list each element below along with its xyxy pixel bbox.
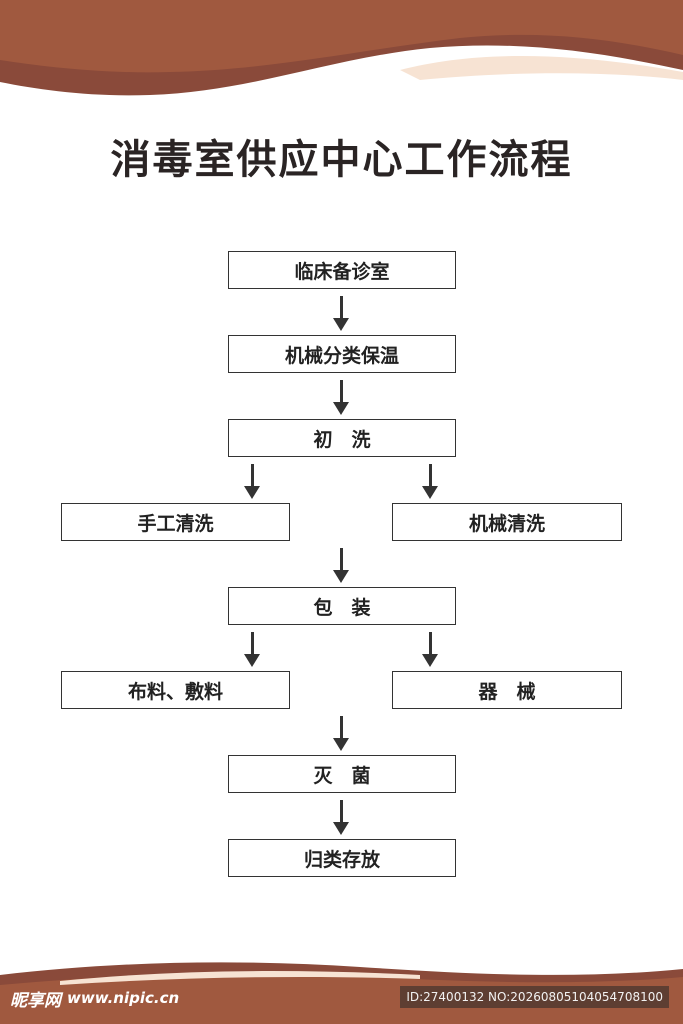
watermark-logo-text: 昵享网 (10, 990, 61, 1011)
arrow-down (333, 800, 349, 836)
step-sort-box: 机械分类保温 (228, 335, 456, 373)
step-pack-box: 包 装 (228, 587, 456, 625)
watermark-site: www.nipic.cn (67, 989, 180, 1007)
arrow-down (244, 464, 260, 500)
arrow-down (333, 548, 349, 584)
step-manual-wash-box: 手工清洗 (61, 503, 290, 541)
arrow-down (333, 380, 349, 416)
watermark-id: ID:27400132 NO:20260805104054708100 (400, 986, 669, 1008)
arrow-down (333, 716, 349, 752)
arrow-down (422, 464, 438, 500)
arrow-down (244, 632, 260, 668)
step-cloth-box: 布料、敷料 (61, 671, 290, 709)
step-store-box: 归类存放 (228, 839, 456, 877)
arrow-down (422, 632, 438, 668)
watermark-logo: 昵享网 www.nipic.cn (10, 986, 180, 1011)
step-instrument-box: 器 械 (392, 671, 622, 709)
page-title: 消毒室供应中心工作流程 (110, 137, 573, 183)
step-machine-wash-box: 机械清洗 (392, 503, 622, 541)
step-sterilize-box: 灭 菌 (228, 755, 456, 793)
arrow-down (333, 296, 349, 332)
step-clinic-box: 临床备诊室 (228, 251, 456, 289)
top-wave-decoration (0, 0, 683, 110)
step-prewash-box: 初 洗 (228, 419, 456, 457)
